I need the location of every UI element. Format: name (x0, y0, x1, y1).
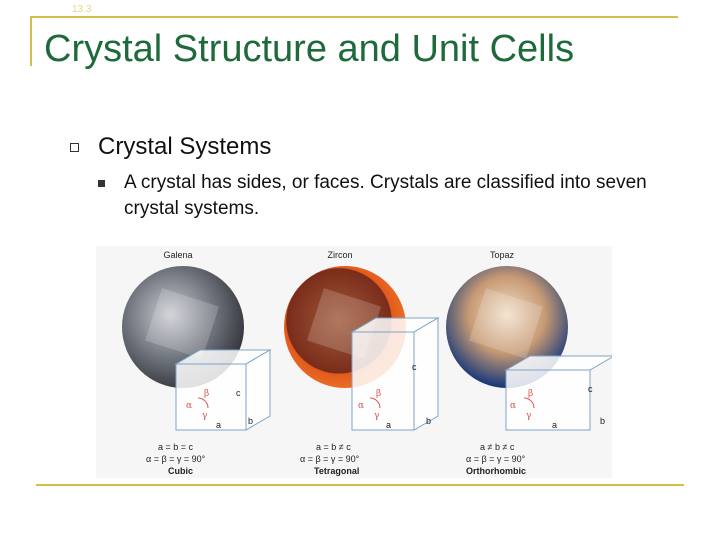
crystal-systems-figure: Galena Zircon Topaz α β (96, 246, 612, 478)
unit-cell-diagrams: α β γ α β γ α β γ c a b c a b c a b (174, 317, 612, 431)
slide-title: Crystal Structure and Unit Cells (44, 28, 575, 70)
filled-square-bullet-icon (98, 180, 105, 187)
system-orthorhombic: Orthorhombic (466, 466, 526, 476)
axis-c-label: c (412, 362, 417, 372)
alpha-label: α (358, 401, 364, 411)
alpha-label: α (186, 401, 192, 411)
cubic-unit-cell (174, 349, 272, 431)
system-cubic: Cubic (168, 466, 194, 476)
gamma-label: γ (526, 411, 531, 421)
axis-a-label: a (216, 420, 221, 430)
angles-orthorhombic: α = β = γ = 90° (466, 454, 526, 464)
axis-a-label: a (552, 420, 557, 430)
mineral-label-zircon: Zircon (327, 250, 353, 260)
axis-c-label: c (588, 384, 593, 394)
gamma-label: γ (202, 411, 207, 421)
beta-label: β (376, 389, 381, 399)
mineral-label-topaz: Topaz (489, 250, 515, 260)
axis-b-label: b (426, 416, 431, 426)
bullet-level1-text: Crystal Systems (98, 133, 272, 160)
axis-c-label: c (236, 388, 241, 398)
system-tetragonal: Tetragonal (314, 466, 360, 476)
mineral-label-galena: Galena (163, 250, 193, 260)
lengths-orthorhombic: a ≠ b ≠ c (480, 442, 515, 452)
axis-a-label: a (386, 420, 391, 430)
bullet-level2-text: A crystal has sides, or faces. Crystals … (124, 172, 647, 219)
alpha-label: α (510, 401, 516, 411)
angles-cubic: α = β = γ = 90° (146, 454, 206, 464)
frame-bottom-line (36, 484, 684, 486)
section-number: 13.3 (72, 4, 92, 15)
gamma-label: γ (374, 411, 379, 421)
axis-b-label: b (600, 416, 605, 426)
tetragonal-unit-cell (350, 317, 440, 431)
beta-label: β (528, 389, 533, 399)
frame-top-line (30, 16, 678, 18)
frame-left-line (30, 16, 32, 66)
square-bullet-icon (70, 143, 79, 152)
orthorhombic-unit-cell (504, 355, 612, 431)
beta-label: β (204, 389, 209, 399)
axis-b-label: b (248, 416, 253, 426)
lengths-cubic: a = b = c (158, 442, 194, 452)
angles-tetragonal: α = β = γ = 90° (300, 454, 360, 464)
lengths-tetragonal: a = b ≠ c (316, 442, 351, 452)
